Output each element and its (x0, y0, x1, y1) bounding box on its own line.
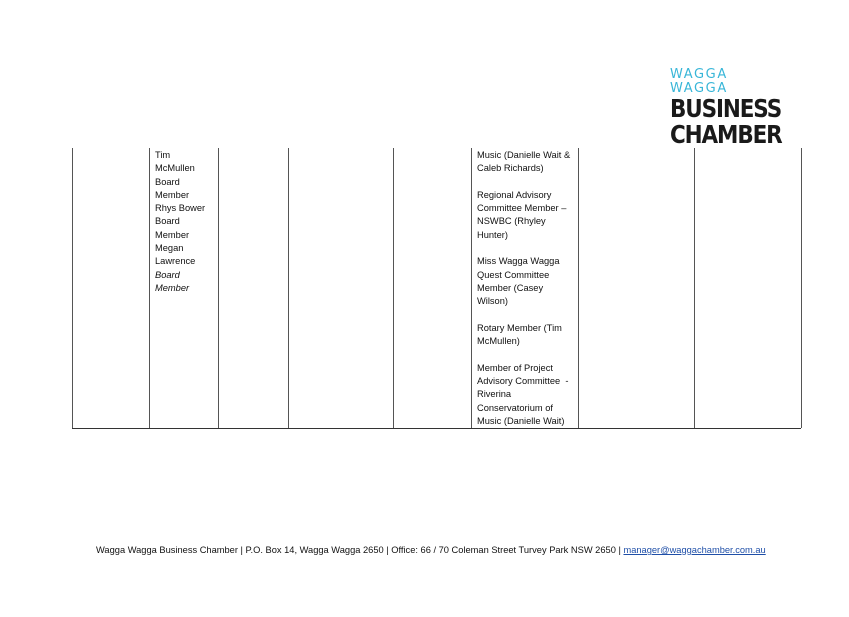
committee-role-line: Music (Danielle Wait) (477, 415, 565, 426)
committee-role-line: Conservatorium of (477, 402, 553, 413)
board-member-line: Megan (155, 243, 184, 254)
table-column-divider (578, 148, 579, 428)
board-member-line: Tim (155, 150, 171, 160)
logo-line-chamber: CHAMBER (670, 120, 783, 149)
board-member-line: Board (155, 176, 180, 187)
board-member-line: McMullen (155, 163, 195, 174)
board-member-line: Rhys Bower (155, 203, 206, 214)
business-chamber-logo: WAGGA WAGGA BUSINESS CHAMBER (670, 67, 783, 149)
board-member-line: Member (155, 282, 190, 293)
committee-role-line: McMullen) (477, 336, 520, 347)
committee-role-line (477, 242, 570, 255)
table-column-divider (393, 148, 394, 428)
table-column-divider (218, 148, 219, 428)
table-column-divider (694, 148, 695, 428)
committee-role-line (477, 309, 570, 322)
committee-role-line: Rotary Member (Tim (477, 322, 562, 333)
committee-role-line (477, 176, 570, 189)
board-member-line: Board (155, 269, 180, 280)
footer-email-link[interactable]: manager@waggachamber.com.au (623, 545, 766, 555)
committee-role-line: Member (Casey (477, 282, 544, 293)
board-member-line: Member (155, 229, 190, 240)
board-member-line: Board (155, 216, 180, 227)
page-footer: Wagga Wagga Business Chamber | P.O. Box … (96, 545, 766, 555)
committee-role-line: Caleb Richards) (477, 163, 544, 174)
table-border-left (72, 148, 73, 428)
committee-role-line: Miss Wagga Wagga (477, 256, 560, 267)
logo-top-line: WAGGA WAGGA (670, 67, 728, 96)
committee-role-line: Advisory Committee - (477, 376, 569, 387)
table-column-divider (288, 148, 289, 428)
table-cell-committee-roles: Music (Danielle Wait & Caleb Richards) Re… (477, 149, 570, 428)
board-member-line: Member (155, 189, 190, 200)
committee-role-line: Member of Project (477, 362, 553, 373)
committee-role-line: Quest Committee (477, 269, 550, 280)
committee-role-line: Committee Member – (477, 203, 567, 214)
table-column-divider (149, 148, 150, 428)
board-member-line: Lawrence (155, 256, 196, 267)
committee-role-line (477, 348, 570, 361)
committee-role-line: Hunter) (477, 229, 509, 240)
logo-line-business: BUSINESS (670, 94, 782, 123)
footer-contact-text: Wagga Wagga Business Chamber | P.O. Box … (96, 545, 624, 555)
committee-role-line: Music (Danielle Wait & (477, 150, 571, 160)
committee-role-line: Riverina (477, 389, 512, 400)
table-column-divider (471, 148, 472, 428)
committee-role-line: Regional Advisory (477, 189, 552, 200)
committee-role-line: NSWBC (Rhyley (477, 216, 546, 227)
committee-role-line: Wilson) (477, 296, 508, 307)
table-border-right (801, 148, 802, 428)
